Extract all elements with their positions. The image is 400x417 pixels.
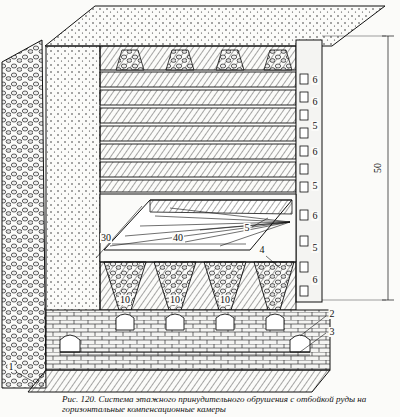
dimension-label: 6 [312,275,319,285]
dimension-label: 40 [172,233,184,243]
dimension-label: 30 [100,233,112,243]
dimension-label: 50 [373,162,383,174]
callout-number: 3 [329,327,336,337]
dimension-label: 10 [169,295,181,305]
callout-number: 4 [259,245,266,255]
dimension-label: 5 [312,121,319,131]
dimension-label: 5 [312,181,319,191]
dimension-label: 6 [312,75,319,85]
dimension-label: 6 [312,97,319,107]
dimension-label: 10 [119,295,131,305]
callout-number: 2 [329,309,336,319]
callout-number: 5 [244,223,251,233]
callout-number: 1 [8,362,15,372]
dimension-label: 6 [312,147,319,157]
figure-caption: Рис. 120. Система этажного принудительно… [62,394,396,415]
dimension-label: 6 [312,211,319,221]
dimension-label: 5 [312,243,319,253]
dimension-label: 10 [219,295,231,305]
